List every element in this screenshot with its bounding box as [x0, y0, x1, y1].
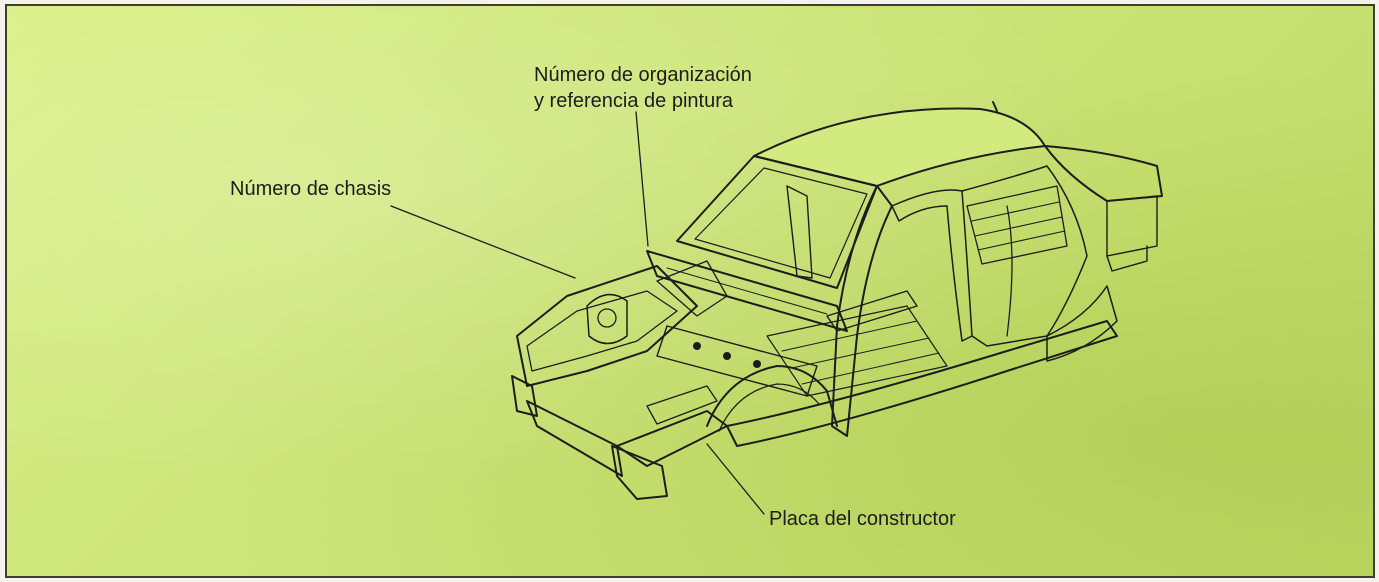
leader-line-plate [706, 443, 765, 515]
car-body-shell [511, 101, 1163, 500]
label-organization-number: Número de organización y referencia de p… [534, 62, 752, 114]
car-body-shell-drawing [390, 101, 1163, 515]
leader-line-organization [635, 111, 649, 247]
leader-line-chassis [390, 205, 576, 279]
label-chassis-number: Número de chasis [230, 178, 392, 200]
label-maker-plate: Placa del constructor [769, 508, 956, 530]
label-organization-line2: y referencia de pintura [534, 90, 734, 112]
label-organization-line1: Número de organización [534, 64, 752, 86]
diagram-panel: Número de chasis Número de organización … [5, 4, 1375, 578]
